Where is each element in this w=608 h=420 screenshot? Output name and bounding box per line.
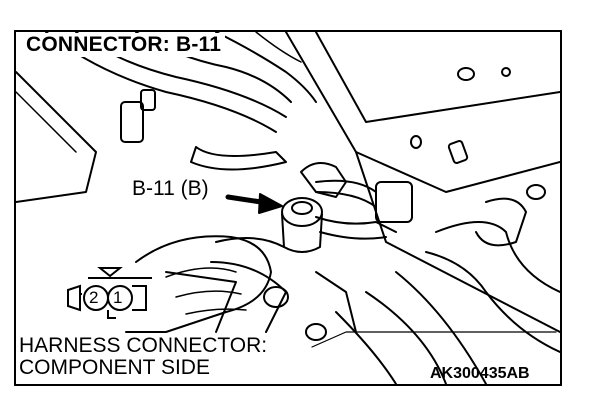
harness-connector-label: HARNESS CONNECTOR: [19, 334, 268, 357]
engine-bay-illustration [16, 32, 560, 384]
pin-label-2: 2 [89, 288, 99, 307]
harness-connector-symbol [67, 267, 152, 319]
reference-code: AK300435AB [430, 365, 530, 382]
diagram-title: CONNECTOR: B-11 [24, 33, 226, 57]
pin-label-1: 1 [113, 288, 123, 307]
connector-callout-label: B-11 (B) [132, 177, 209, 200]
diagram-frame [14, 30, 562, 386]
component-side-label: COMPONENT SIDE [19, 356, 210, 379]
